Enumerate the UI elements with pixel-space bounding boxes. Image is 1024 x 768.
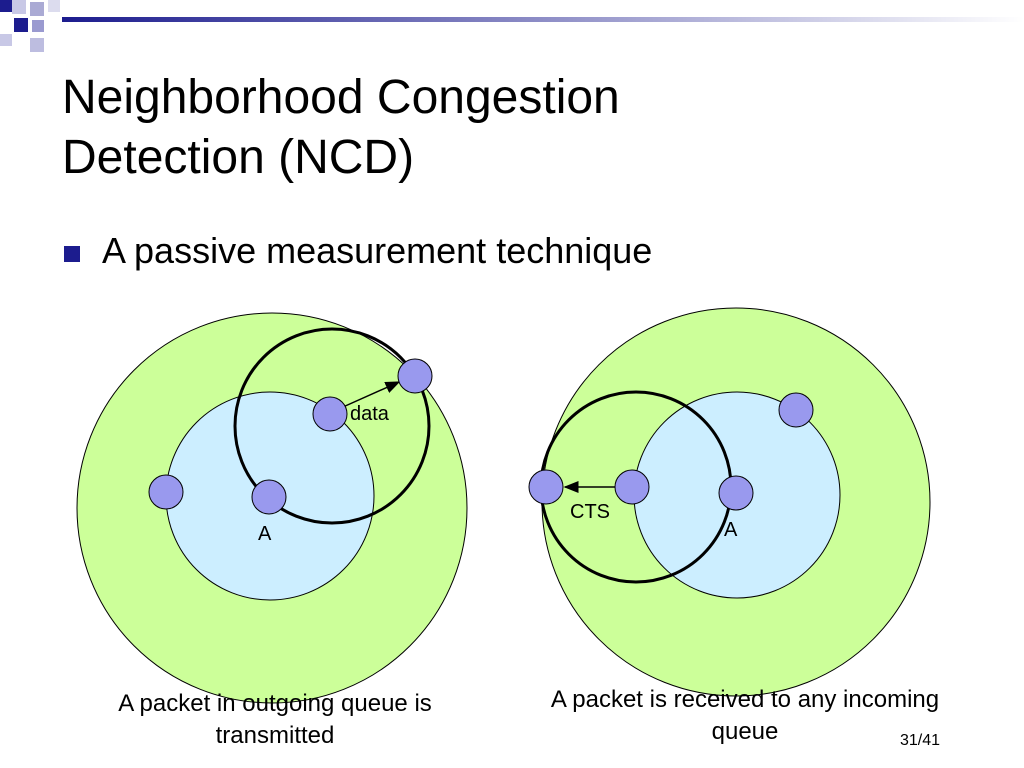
receiver-node <box>397 358 433 394</box>
node-a <box>718 475 754 511</box>
left-caption: A packet in outgoing queue is transmitte… <box>118 690 432 749</box>
title-line: Neighborhood Congestion <box>62 71 620 124</box>
node <box>148 474 184 510</box>
corner-square <box>0 0 12 12</box>
sender-node <box>312 396 348 432</box>
corner-square <box>30 38 44 52</box>
node-a <box>251 479 287 515</box>
corner-square <box>30 2 44 16</box>
node <box>778 392 814 428</box>
data-arrow <box>342 381 401 408</box>
header-line <box>62 17 1024 22</box>
right-diagram: CTS A <box>528 307 931 697</box>
message-label: data <box>350 403 390 425</box>
node-label: A <box>724 519 738 541</box>
title-line: Detection (NCD) <box>62 131 415 184</box>
corner-square <box>14 18 28 32</box>
left-diagram: data A <box>76 312 468 704</box>
message-label: CTS <box>570 501 610 523</box>
sender-range <box>233 327 431 525</box>
corner-square <box>0 34 12 46</box>
slide-title: Neighborhood Congestion Detection (NCD) <box>62 68 962 188</box>
corner-square <box>32 20 44 32</box>
slide-number: 31/41 <box>900 732 941 749</box>
corner-square <box>12 0 26 14</box>
node-label: A <box>258 523 272 545</box>
bullet-text: A passive measurement technique <box>102 230 653 271</box>
corner-square <box>48 0 60 12</box>
header-decoration <box>0 0 1024 52</box>
receiver-node <box>528 469 564 505</box>
right-caption: A packet is received to any incoming que… <box>550 686 940 745</box>
sender-node <box>614 469 650 505</box>
square-bullet-icon <box>64 246 80 262</box>
